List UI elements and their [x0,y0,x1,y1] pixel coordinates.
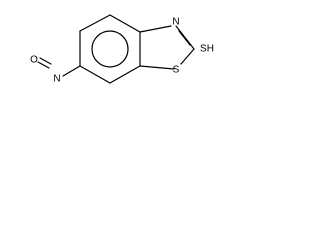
thiazole-bond-c-n [139,25,172,33]
thiazole-bond-c2-s [180,48,195,65]
ring-bond-bottom-left [79,65,111,84]
thiol-group-label: SH [200,44,214,55]
ring-bond-top-left [79,14,111,32]
ring-bond-bottom-right [109,65,141,84]
bond-nitro-n-o-2 [39,57,52,65]
nitro-oxygen-label: O [30,55,38,66]
bond-nitro-n-o-1 [37,61,50,69]
thiazole-bond-s-c [139,65,175,70]
nitro-nitrogen-label: N [53,74,60,85]
thiazole-bond-n-c2 [175,25,195,50]
molecule-diagram: N S SH N O [30,14,214,85]
structure-canvas: N S SH N O [0,0,230,126]
sulfur-atom-label: S [173,65,180,76]
aromatic-ring-circle [91,30,129,68]
nitrogen-atom-label: N [172,17,179,28]
bond-ring-to-nitro [62,65,81,77]
thiazole-double-bond-inner [178,30,191,46]
ring-bond-top-right [109,14,141,33]
